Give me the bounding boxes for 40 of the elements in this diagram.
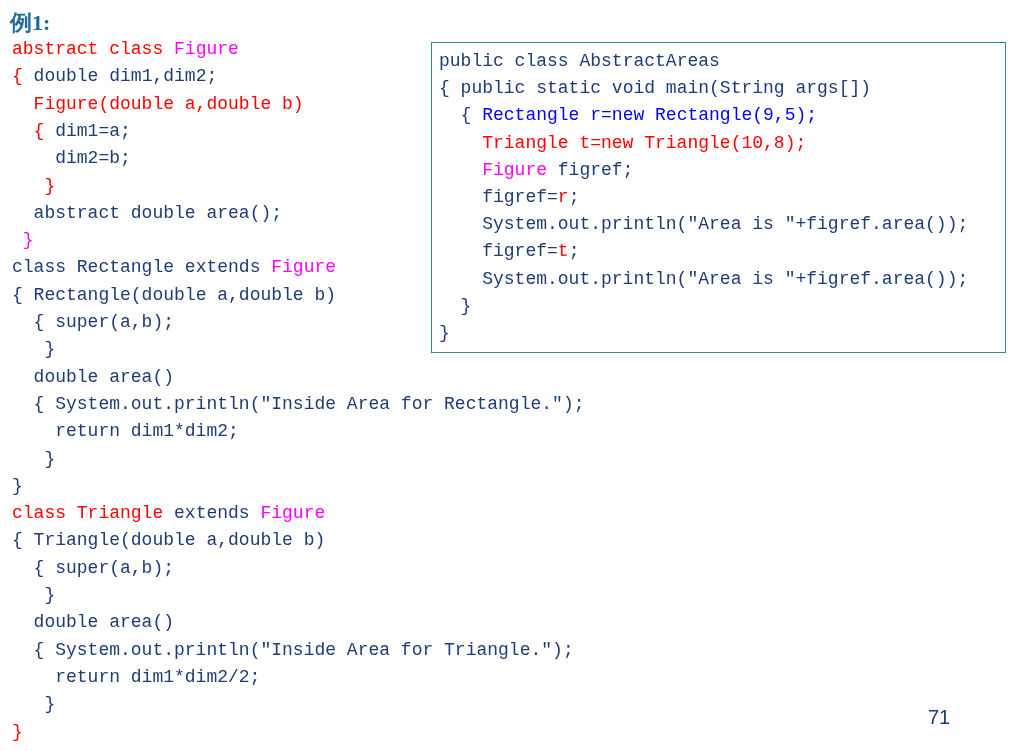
code-line: double area() [33, 365, 175, 388]
code-line: } [44, 338, 56, 361]
code-line: Figure(double a,double b) [33, 92, 304, 115]
code-line: { System.out.println("Inside Area for Rectangle."); [33, 392, 585, 415]
code-line: double area() [33, 611, 175, 634]
code-line: { super(a,b); [33, 311, 175, 333]
code-line: { Triangle(double a,double b) [12, 529, 326, 552]
code-line: return dim1*dim2; [55, 420, 239, 443]
code-line: abstract double area(); [33, 201, 283, 224]
code-line: dim2=b; [55, 147, 131, 170]
code-line: System.out.println("Area is "+figref.area()); [482, 213, 969, 236]
code-line: return dim1*dim2/2; [55, 665, 261, 688]
code-line: System.out.println("Area is "+figref.area()); [482, 267, 969, 290]
code-line: figref=t; [482, 240, 580, 263]
code-line: { super(a,b); [33, 556, 175, 579]
code-panel [431, 42, 1006, 353]
code-line: { double dim1,dim2; [12, 65, 218, 88]
code-line: } [12, 474, 23, 497]
code-line: } [439, 322, 450, 344]
code-line: public class AbstractAreas [439, 50, 720, 72]
code-line: { Rectangle r=new Rectangle(9,5); [460, 104, 818, 127]
code-line: { System.out.println("Inside Area for Triangle."); [33, 638, 574, 661]
slide-title: 例1: [10, 9, 51, 37]
code-line: } [44, 584, 56, 606]
code-line: } [44, 693, 56, 716]
code-line: abstract class Figure [12, 38, 239, 60]
page-number: 71 [928, 706, 951, 729]
code-line: figref=r; [482, 186, 580, 208]
code-line: Figure figref; [482, 158, 634, 181]
code-line: } [44, 174, 56, 197]
code-line: { public static void main(String args[]) [439, 77, 872, 100]
code-line: } [12, 720, 23, 743]
code-line: } [460, 294, 472, 317]
code-line: { dim1=a; [33, 119, 131, 142]
code-line: Triangle t=new Triangle(10,8); [482, 131, 807, 154]
code-line: } [44, 447, 56, 470]
code-line: class Rectangle extends Figure [12, 256, 337, 279]
code-line: } [22, 229, 34, 252]
code-line: class Triangle extends Figure [12, 502, 326, 525]
code-line: { Rectangle(double a,double b) [12, 283, 337, 306]
